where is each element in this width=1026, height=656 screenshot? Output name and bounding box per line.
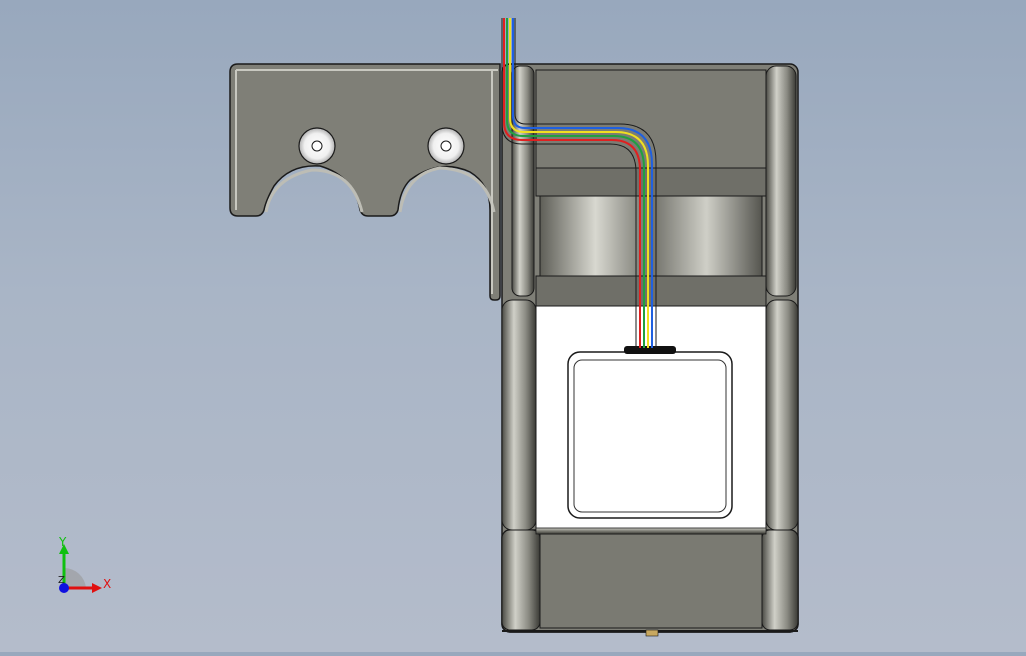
mounting-hole-left[interactable]	[298, 127, 336, 165]
stepper-motor[interactable]	[567, 346, 733, 519]
z-axis-label: Z	[58, 575, 65, 586]
shaft-tip	[645, 629, 659, 637]
x-arrowhead-icon	[92, 583, 102, 593]
y-axis-label: Y	[58, 535, 67, 549]
motor-connector	[624, 346, 676, 354]
wire-bundle[interactable]	[501, 18, 657, 348]
coordinate-triad[interactable]: Y X Z	[58, 535, 111, 593]
triad-plane-indicator	[64, 567, 86, 588]
z-axis-dot	[59, 583, 69, 593]
bracket-plate[interactable]	[229, 63, 501, 301]
bottom-divider	[535, 527, 767, 535]
x-axis-label: X	[103, 577, 111, 591]
y-arrowhead-icon	[59, 544, 69, 554]
right-rail[interactable]	[761, 65, 799, 631]
mounting-hole-right[interactable]	[427, 127, 465, 165]
